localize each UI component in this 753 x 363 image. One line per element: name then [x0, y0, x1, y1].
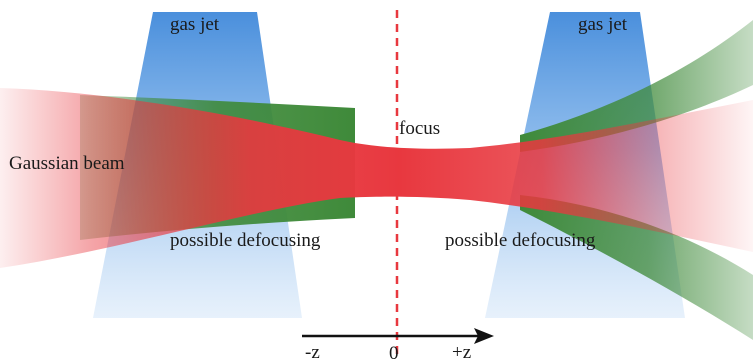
defocus-right-label: possible defocusing	[445, 230, 596, 251]
gas-jet-right-label: gas jet	[578, 14, 628, 35]
z-axis-plus-label: +z	[452, 342, 472, 363]
defocus-left-label: possible defocusing	[170, 230, 321, 251]
z-axis-zero-label: 0	[389, 343, 399, 363]
defocus-tube-right	[520, 20, 753, 152]
gaussian-beam	[0, 88, 753, 268]
defocus-tube-right-lower	[520, 195, 753, 340]
z-axis-arrowhead	[474, 328, 494, 344]
focus-label: focus	[399, 118, 441, 139]
gaussian-beam-label: Gaussian beam	[9, 153, 125, 174]
gas-jet-left-label: gas jet	[170, 14, 220, 35]
z-axis-minus-label: -z	[305, 342, 320, 363]
